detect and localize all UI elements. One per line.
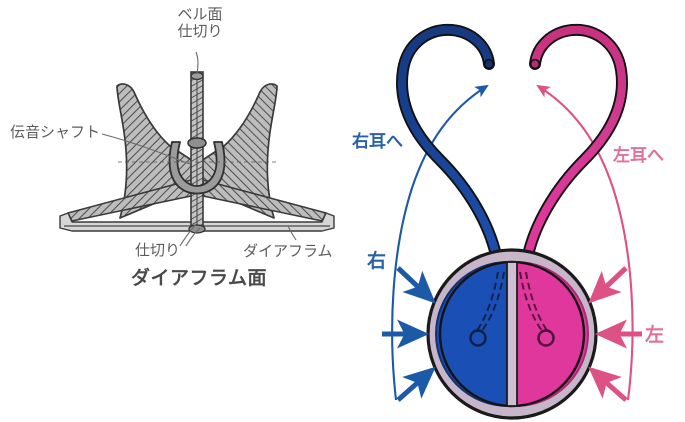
internal-channel-right xyxy=(469,271,505,347)
sound-arrows-right xyxy=(382,266,436,402)
leader-partition xyxy=(179,223,197,247)
flow-arrow-left-ear xyxy=(536,84,634,401)
chestpiece xyxy=(426,248,598,420)
label-bell-face-line2: 仕切り xyxy=(177,21,223,40)
leader-partition-2 xyxy=(185,227,201,247)
flow-arrow-right-ear xyxy=(391,84,489,401)
label-bell-face: ベル面 仕切り xyxy=(158,6,242,40)
sound-arrows-left xyxy=(588,266,642,402)
leader-diaphragm xyxy=(287,225,297,241)
label-partition: 仕切り xyxy=(135,241,181,259)
label-to-left-ear: 左耳へ xyxy=(613,146,664,166)
label-bell-face-line1: ベル面 xyxy=(177,5,223,23)
label-right: 右 xyxy=(367,250,387,272)
swivel-yoke xyxy=(168,141,226,195)
chestpiece-divider xyxy=(506,261,518,407)
label-diaphragm: ダイアフラム xyxy=(243,242,333,260)
leader-sound-shaft xyxy=(101,133,191,165)
shaft-collar xyxy=(187,137,207,234)
label-sound-shaft: 伝音シャフト xyxy=(10,123,101,141)
caption-diaphragm-face: ダイアフラム面 xyxy=(131,267,267,289)
tube-blue-right-ear xyxy=(396,23,502,261)
internal-channel-left xyxy=(519,271,555,347)
label-to-right-ear: 右耳へ xyxy=(352,132,403,152)
leader-bell-face xyxy=(195,51,199,75)
label-left: 左 xyxy=(645,324,665,346)
tube-pink-left-ear xyxy=(522,23,628,261)
